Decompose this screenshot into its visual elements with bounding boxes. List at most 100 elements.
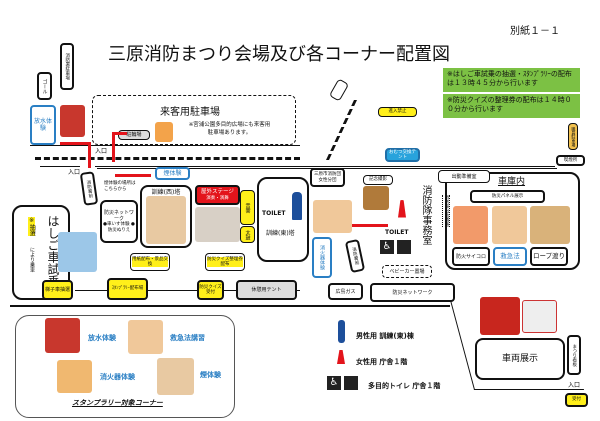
red-arrow xyxy=(112,132,115,162)
red-arrow xyxy=(88,142,91,168)
stamp-item: 煙体験 xyxy=(200,371,221,379)
smoke-experience-sign: 煙体験 xyxy=(155,167,190,180)
network-items: ●車いす体験 ●防災ぬりえ xyxy=(103,222,135,233)
red-arrow xyxy=(115,174,151,177)
tent-line xyxy=(75,290,300,291)
toilet-label-2: TOILET xyxy=(385,229,409,236)
ladder-ride-note: により乗車 xyxy=(29,247,35,272)
legend-male: 男性用 訓練(東)棟 xyxy=(356,332,414,340)
doc-label: 別紙１－１ xyxy=(510,26,560,37)
quiz-desk: 防災クイズ受付 xyxy=(197,280,224,300)
network-booth-2: 防災ネットワーク xyxy=(370,283,455,302)
bike-parking: 駐輪場 xyxy=(118,130,150,140)
road-centerline xyxy=(326,100,358,160)
network-title: 防災ネットワーク xyxy=(103,210,134,223)
ladder-truck-illustration xyxy=(58,232,97,272)
panel-display: 防災パネル展示 xyxy=(470,190,545,203)
stamp-rally-box xyxy=(15,315,235,418)
dice-illustration xyxy=(453,206,488,244)
stage-label: 屋外ステージ xyxy=(201,189,234,195)
first-aid-booth: 救急法 xyxy=(493,247,527,266)
stamp-item: 放水体験 xyxy=(88,334,116,342)
fire-engine-illustration xyxy=(480,297,520,335)
red-arrow xyxy=(112,132,127,135)
road-edge xyxy=(95,166,555,167)
sound-booth: 音響 xyxy=(240,190,255,225)
male-icon xyxy=(338,320,345,343)
visitor-parking xyxy=(92,95,296,145)
toilet-label: TOILET xyxy=(262,210,286,217)
station-front-sign: 消防署前 xyxy=(79,171,99,206)
smoke-direction-note: 煙体験の場所はこちらから xyxy=(104,181,136,192)
accessible-icon: ♿ xyxy=(380,240,394,254)
ladder-title: はしご車試乗 xyxy=(46,215,60,287)
station-parking-sign: 消防署駐車場 xyxy=(60,43,74,90)
cyclist-illustration xyxy=(155,122,173,142)
stamp-distribution-desk: ｽﾀﾝﾌﾟﾗﾘｰ配布場 xyxy=(107,278,148,300)
baby-changing-icon xyxy=(397,240,411,254)
road-centerline xyxy=(35,157,300,160)
rest-tent: 休憩用テント xyxy=(236,280,297,300)
first-aid-illustration xyxy=(128,320,163,354)
ladder-lottery-note: ※抽選 xyxy=(28,217,36,236)
exit-road-label: 消防車出動通路 xyxy=(442,195,450,227)
female-toilet-icon xyxy=(398,200,406,218)
extinguisher-illustration xyxy=(313,200,352,233)
no-entry-sign: 進入禁止 xyxy=(378,107,417,117)
parking-note: ※宮浦公園多目的広場にも来客用駐車場あります。 xyxy=(188,122,271,136)
road-edge xyxy=(40,166,80,167)
gas-booth: 広島ガス xyxy=(328,283,363,300)
water-illustration xyxy=(60,105,85,137)
smoking-area: 喫煙所 xyxy=(556,155,585,166)
rope-booth: ロープ渡り xyxy=(530,247,568,266)
staff-parking-sign: 職員駐車場 xyxy=(568,123,578,150)
legend-accessible: 多目的トイレ 庁舎１階 xyxy=(368,382,441,390)
road-edge xyxy=(10,305,450,307)
garage-label: 車庫内 xyxy=(498,177,526,187)
women-corps-sign: 三原市消防団女性分団 xyxy=(310,168,345,187)
reception-desk: 受付 xyxy=(565,393,588,407)
water-experience-booth: 放水体験 xyxy=(30,105,56,145)
drum-booth: 太鼓 xyxy=(240,226,255,243)
water-illustration xyxy=(45,318,80,353)
office-label: 消防隊事務室 xyxy=(420,185,431,245)
east-tower xyxy=(257,177,309,262)
red-arrow xyxy=(352,224,388,227)
paper-distribution-callout: 用紙配布・景品交換 xyxy=(130,253,170,271)
notice-quiz: ※防災クイズの整理券の配布は１４時００分から行います xyxy=(443,94,580,118)
ambulance-illustration xyxy=(522,300,557,333)
quiz-ticket-label: 防災クイズ整理券配布 xyxy=(207,256,243,268)
red-arrow xyxy=(60,142,90,145)
stamp-item: 救急法講習 xyxy=(170,334,205,342)
vehicle-display: 車両展示 xyxy=(475,338,565,380)
smoke-illustration xyxy=(157,358,194,395)
legend-female: 女性用 庁舎１階 xyxy=(356,358,408,366)
goal-sign: ゴール xyxy=(37,72,52,100)
disaster-network-booth: 防災ネットワーク ●車いす体験 ●防災ぬりえ xyxy=(100,200,138,243)
entrance-label: 入口 xyxy=(568,382,581,389)
extinguisher-booth: 消火器体験 xyxy=(312,237,332,278)
baby-changing-icon xyxy=(344,376,358,390)
dice-booth: 防火サイコロ xyxy=(452,247,490,266)
stroller-area: ベビーカー置場 xyxy=(382,265,432,278)
notice-ladder: ※はしご車試乗の抽選・ｽﾀﾝﾌﾟﾗﾘｰの配布は１３時４５分から行います xyxy=(443,68,580,92)
firefighter-photo-illustration xyxy=(363,186,389,210)
female-icon xyxy=(337,350,345,364)
first-aid-illustration xyxy=(492,206,527,244)
paper-distribution-label: 用紙配布・景品交換 xyxy=(132,256,168,268)
festival-sign: まつり看板 xyxy=(567,335,581,375)
stamp-item: 消火器体験 xyxy=(100,373,135,381)
accessible-icon: ♿ xyxy=(327,376,341,390)
ladder-truck-ride-area: はしご車試乗 ※抽選 により乗車 xyxy=(12,205,70,300)
stamp-caption: スタンプラリー対象コーナー xyxy=(72,399,163,407)
venue-boundary xyxy=(449,300,585,390)
ladder-lottery-desk: 梯子車抽選 xyxy=(42,280,73,300)
quiz-ticket-callout: 防災クイズ整理券配布 xyxy=(205,253,245,271)
visitor-parking-title: 来客用駐車場 xyxy=(160,107,220,118)
smoke-illustration xyxy=(146,196,186,244)
diaper-tent: おむつ交換テント xyxy=(385,148,420,162)
entrance-label: 入口 xyxy=(68,169,81,176)
west-tower-label: 訓練(西)塔 xyxy=(151,189,181,196)
page-title: 三原消防まつり会場及び各コーナー配置図 xyxy=(108,44,450,65)
audience-illustration xyxy=(195,207,240,242)
